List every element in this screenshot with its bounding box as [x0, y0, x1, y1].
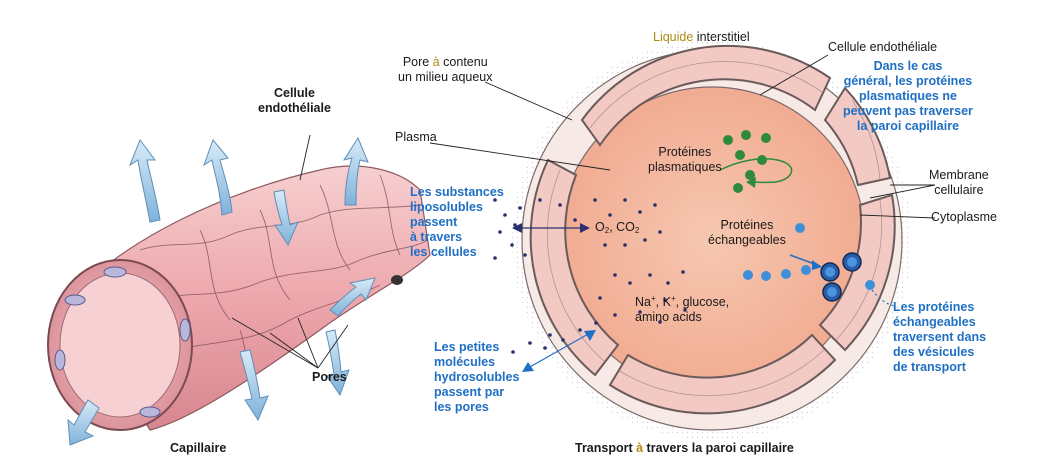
capillary-cross-section — [429, 40, 936, 440]
solute-dots — [493, 198, 687, 354]
transport-caption: Transport à travers la paroi capillaire — [575, 441, 794, 456]
vesicle-line-4: des vésicules — [893, 345, 975, 359]
ions-k: , K — [655, 295, 671, 309]
gases-mid: , CO — [609, 220, 635, 234]
plasma-protein-dots — [723, 130, 771, 193]
hydrosoluble-note: Les petites molécules hydrosolubles pass… — [434, 340, 519, 415]
pore-line-2: un milieu aqueux — [398, 70, 493, 84]
endothelial-cell-label-right: Cellule endothéliale — [828, 40, 938, 54]
gases-o: O — [595, 220, 605, 234]
ions-line-2: amino acids — [635, 310, 702, 324]
liposoluble-line-3: passent — [410, 215, 458, 229]
pores-label: Pores — [312, 370, 347, 384]
exocytosis-vesicles — [820, 252, 862, 302]
ions-na: Na — [635, 295, 651, 309]
vesicle-note: Les protéines échangeables traversent da… — [893, 300, 986, 375]
interstitial-fluid-label: Liquide interstitiel — [653, 30, 750, 45]
plasma-proteins-line-1: Protéines — [658, 145, 712, 159]
exchangeable-protein-dots — [743, 223, 875, 290]
transport-caption-suffix: travers la paroi capillaire — [643, 441, 794, 455]
endothelial-leader — [299, 134, 311, 181]
plasma-label: Plasma — [395, 130, 437, 144]
ions-line-1: Na+, K+, glucose, — [635, 291, 729, 310]
ions-plus-2: + — [670, 294, 676, 303]
gases-sub-2: 2 — [634, 226, 640, 235]
transport-caption-a: à — [636, 441, 644, 455]
diffusion-arrows — [67, 136, 376, 446]
pore-line1-suffix: contenu — [439, 55, 488, 69]
membrane-line-1: Membrane — [929, 168, 989, 182]
gases-label: O2, CO2 — [595, 220, 639, 238]
general-note-line-1: Dans le cas — [873, 59, 943, 73]
vesicle-line-1: Les protéines — [893, 300, 975, 314]
hydrosoluble-line-2: molécules — [434, 355, 496, 369]
hydrosoluble-line-3: hydrosolubles — [434, 370, 520, 384]
ions-rest: , glucose, — [675, 295, 730, 309]
vesicle-line-3: traversent dans — [893, 330, 987, 344]
endothelial-line-2: endothéliale — [258, 101, 331, 115]
hydrosoluble-line-1: Les petites — [434, 340, 500, 354]
ions-plus-1: + — [650, 294, 656, 303]
vesicle-line-2: échangeables — [893, 315, 976, 329]
pore-line-1: Pore à contenu — [398, 55, 493, 70]
callout-leaders — [429, 54, 936, 219]
cytoplasm-label: Cytoplasme — [931, 210, 997, 224]
membrane-line-2: cellulaire — [934, 183, 984, 197]
liposoluble-line-5: les cellules — [410, 245, 477, 259]
general-note-line-4: peuvent pas traverser — [843, 104, 973, 118]
hydrosoluble-line-5: les pores — [434, 400, 489, 414]
general-note-line-5: la paroi capillaire — [856, 119, 960, 133]
endothelial-line-1: Cellule — [273, 86, 315, 100]
capillary-illustration — [47, 134, 431, 446]
liposoluble-line-4: à travers — [410, 230, 463, 244]
exchangeable-proteins-line-1: Protéines — [720, 218, 774, 232]
general-note-line-2: général, les protéines — [843, 74, 973, 88]
pore-line1-a: à — [432, 55, 440, 69]
pore-aqueous-label: Pore à contenu un milieu aqueux — [398, 55, 493, 85]
cell-membrane-label: Membrane cellulaire — [929, 168, 989, 198]
ions-label: Na+, K+, glucose, amino acids — [635, 291, 729, 325]
liposoluble-note: Les substances liposolubles passent à tr… — [410, 185, 504, 260]
capillary-caption: Capillaire — [170, 441, 227, 455]
plasma-proteins-label: Protéines plasmatiques — [648, 145, 722, 175]
gases-sub-1: 2 — [604, 226, 610, 235]
pore-line1-prefix: Pore — [402, 55, 433, 69]
liposoluble-line-2: liposolubles — [410, 200, 483, 214]
liposoluble-line-1: Les substances — [410, 185, 504, 199]
interstitial-prefix: Liquide — [653, 30, 697, 44]
endothelial-cell-label-left: Cellule endothéliale — [258, 86, 331, 116]
general-case-note: Dans le cas général, les protéines plasm… — [843, 59, 973, 134]
vesicle-line-5: de transport — [893, 360, 966, 374]
general-note-line-3: plasmatiques ne — [858, 89, 957, 103]
hydrosoluble-line-4: passent par — [434, 385, 505, 399]
interstitial-suffix: interstitiel — [696, 30, 750, 44]
exchangeable-proteins-line-2: échangeables — [708, 233, 786, 247]
pores-leaders — [231, 317, 349, 369]
transport-caption-prefix: Transport — [575, 441, 637, 455]
plasma-proteins-line-2: plasmatiques — [648, 160, 722, 174]
exchangeable-proteins-label: Protéines échangeables — [708, 218, 786, 248]
